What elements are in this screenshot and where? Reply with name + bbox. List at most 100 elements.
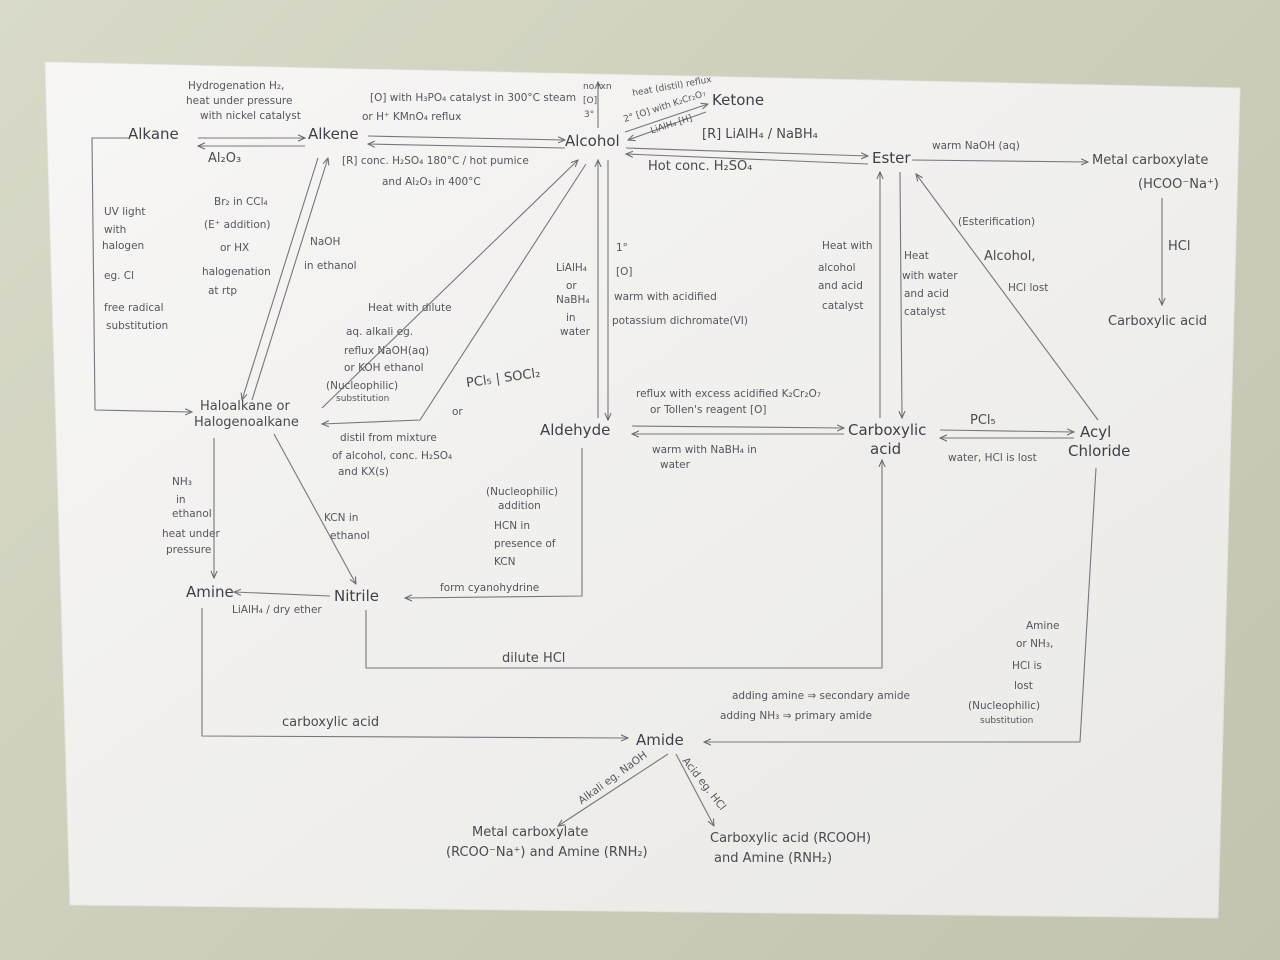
cond-esterification-2: Alcohol,: [984, 249, 1036, 264]
node-acyl-chloride-line1: Acyl: [1080, 423, 1112, 441]
cond-naoh-ethanol-2: in ethanol: [304, 260, 357, 272]
cond-ester-alcohol-3: and acid: [818, 280, 863, 292]
cond-reflux-excess-2: or Tollen's reagent [O]: [650, 404, 767, 416]
cond-adding-amine-1: adding amine ⇒ secondary amide: [732, 690, 910, 702]
node-alkane: Alkane: [128, 125, 179, 143]
node-alcohol: Alcohol: [565, 132, 620, 150]
cond-lialh4-ether: LiAlH₄ / dry ether: [232, 604, 322, 616]
cond-uv-3: halogen: [102, 240, 145, 252]
cond-uv-6: substitution: [106, 320, 169, 332]
cond-or: or: [452, 406, 463, 418]
node-amide-acid-product-line2: and Amine (RNH₂): [714, 851, 833, 866]
cond-lialh4-water-1: LiAlH₄: [556, 262, 587, 274]
cond-primary-oxidation-1: 1°: [616, 242, 628, 254]
cond-hcn-1: HCN in: [494, 520, 530, 532]
arrow-nitrile-to-acid: [365, 460, 882, 669]
cond-hcn-3: KCN: [494, 556, 516, 568]
node-halogenoalkane-line1: Haloalkane or: [200, 399, 290, 414]
arrow-ester-to-acid: [900, 171, 902, 418]
arrow-nitrile-to-amine: [234, 592, 331, 597]
cond-amine-nh3-3: HCl is: [1012, 660, 1042, 672]
cond-no-rxn: no rxn: [583, 82, 612, 92]
cond-hot-conc: Hot conc. H₂SO₄: [648, 159, 753, 174]
arrow-haloalkane-to-alkene: [251, 158, 328, 401]
node-amide-alkali-product-line1: Metal carboxylate: [472, 825, 589, 840]
cond-nucleophilic-sub2-2: substitution: [980, 716, 1034, 726]
arrow-amine-to-amide: [201, 608, 628, 738]
cond-nh3-5: pressure: [166, 544, 212, 556]
arrow-acyl-chloride-to-ester: [916, 174, 1099, 421]
cond-ester-alcohol-1: Heat with: [822, 240, 873, 252]
arrow-alcohol-to-haloalkane: [322, 163, 587, 424]
node-ketone: Ketone: [712, 91, 765, 109]
cond-pcl5: PCl₅: [970, 413, 996, 428]
cond-br2-5: at rtp: [208, 285, 237, 297]
cond-kcn-1: KCN in: [324, 512, 359, 524]
arrow-ester-to-metal-carboxylate: [911, 160, 1088, 162]
cond-uv-2: with: [104, 224, 127, 236]
cond-uv-5: free radical: [104, 302, 164, 314]
cond-lialh4-water-5: water: [560, 326, 590, 338]
cond-esterification-3: HCl lost: [1008, 282, 1049, 294]
cond-dehydration-1: [R] conc. H₂SO₄ 180°C / hot pumice: [342, 155, 529, 167]
node-carboxylic-acid-right: Carboxylic acid: [1108, 314, 1208, 329]
cond-ester-hydrolysis-4: catalyst: [904, 306, 946, 318]
cond-hydrogenation-3: with nickel catalyst: [200, 110, 301, 122]
cond-ester-hydrolysis-3: and acid: [904, 288, 949, 300]
cond-br2-1: Br₂ in CCl₄: [214, 196, 268, 208]
cond-nh3-4: heat under: [162, 528, 220, 540]
cond-primary-oxidation-3: warm with acidified: [614, 291, 717, 303]
cond-uv-4: eg. Cl: [104, 270, 135, 282]
cond-alcohol-ester: [R] LiAlH₄ / NaBH₄: [702, 127, 818, 142]
cond-uv-1: UV light: [104, 206, 146, 218]
cond-ester-alcohol-2: alcohol: [818, 262, 856, 274]
cond-dilute-alkali-1: Heat with dilute: [368, 302, 452, 314]
node-metal-carboxylate: Metal carboxylate: [1092, 153, 1209, 168]
cond-amine-nh3-2: or NH₃,: [1016, 638, 1054, 650]
cond-primary-oxidation-2: [O]: [616, 266, 633, 278]
cond-nh3-3: ethanol: [172, 508, 212, 520]
cond-distil-2: of alcohol, conc. H₂SO₄: [332, 450, 453, 462]
cond-water-hcl: water, HCl is lost: [948, 452, 1037, 464]
cond-distil-3: and KX(s): [338, 466, 389, 478]
cond-kcn-2: ethanol: [330, 530, 370, 542]
cond-br2-3: or HX: [220, 242, 250, 254]
cond-nucleophilic-add-2: addition: [498, 500, 541, 512]
cond-warm-nabh4-1: warm with NaBH₄ in: [652, 444, 757, 456]
cond-lialh4-water-3: NaBH₄: [556, 294, 590, 306]
node-halogenoalkane-line2: Halogenoalkane: [194, 415, 299, 430]
node-amide-alkali-product-line2: (RCOO⁻Na⁺) and Amine (RNH₂): [446, 845, 648, 860]
arrow-ketone-to-alcohol: [628, 111, 707, 140]
cond-distil-1: distil from mixture: [340, 432, 437, 444]
node-carboxylic-acid-line1: Carboxylic: [848, 421, 927, 439]
cond-lialh4-water-2: or: [566, 280, 577, 292]
arrow-amide-to-alkali-products: [558, 753, 669, 826]
cond-naoh-ethanol-1: NaOH: [310, 236, 341, 248]
cond-adding-amine-2: adding NH₃ ⇒ primary amide: [720, 710, 872, 722]
node-acyl-chloride-line2: Chloride: [1068, 442, 1131, 460]
cond-nh3-2: in: [176, 494, 186, 506]
cond-ester-alcohol-4: catalyst: [822, 300, 864, 312]
cond-primary-oxidation-4: potassium dichromate(VI): [612, 315, 748, 327]
cond-nucleophilic-sub2-1: (Nucleophilic): [968, 700, 1041, 712]
cond-ester-hydrolysis-1: Heat: [904, 250, 929, 262]
cond-reflux-excess-1: reflux with excess acidified K₂Cr₂O₇: [636, 388, 822, 400]
arrow-alkane-to-haloalkane: [91, 137, 192, 412]
cond-hydrogenation-1: Hydrogenation H₂,: [188, 80, 285, 92]
arrow-acyl-chloride-to-amide: [704, 467, 1097, 742]
cond-hcl-metal-carboxylate: HCl: [1168, 239, 1191, 254]
arrow-alkene-to-haloalkane: [242, 157, 319, 400]
arrow-aldehyde-to-nitrile: [405, 448, 583, 598]
node-amine: Amine: [186, 583, 234, 601]
cond-nucleophilic-sub-1: (Nucleophilic): [326, 380, 399, 392]
cond-nucleophilic-sub-2: substitution: [336, 394, 390, 404]
cond-al2o3: Al₂O₃: [208, 151, 242, 166]
arrow-aldehyde-to-acid: [631, 426, 844, 428]
node-metal-carboxylate-formula: (HCOO⁻Na⁺): [1138, 177, 1219, 192]
cond-amine-nh3-1: Amine: [1026, 620, 1060, 632]
cond-carboxylic-acid-to-amide: carboxylic acid: [282, 715, 380, 730]
cond-br2-2: (E⁺ addition): [204, 219, 271, 231]
arrow-haloalkane-to-alcohol: [321, 160, 578, 409]
